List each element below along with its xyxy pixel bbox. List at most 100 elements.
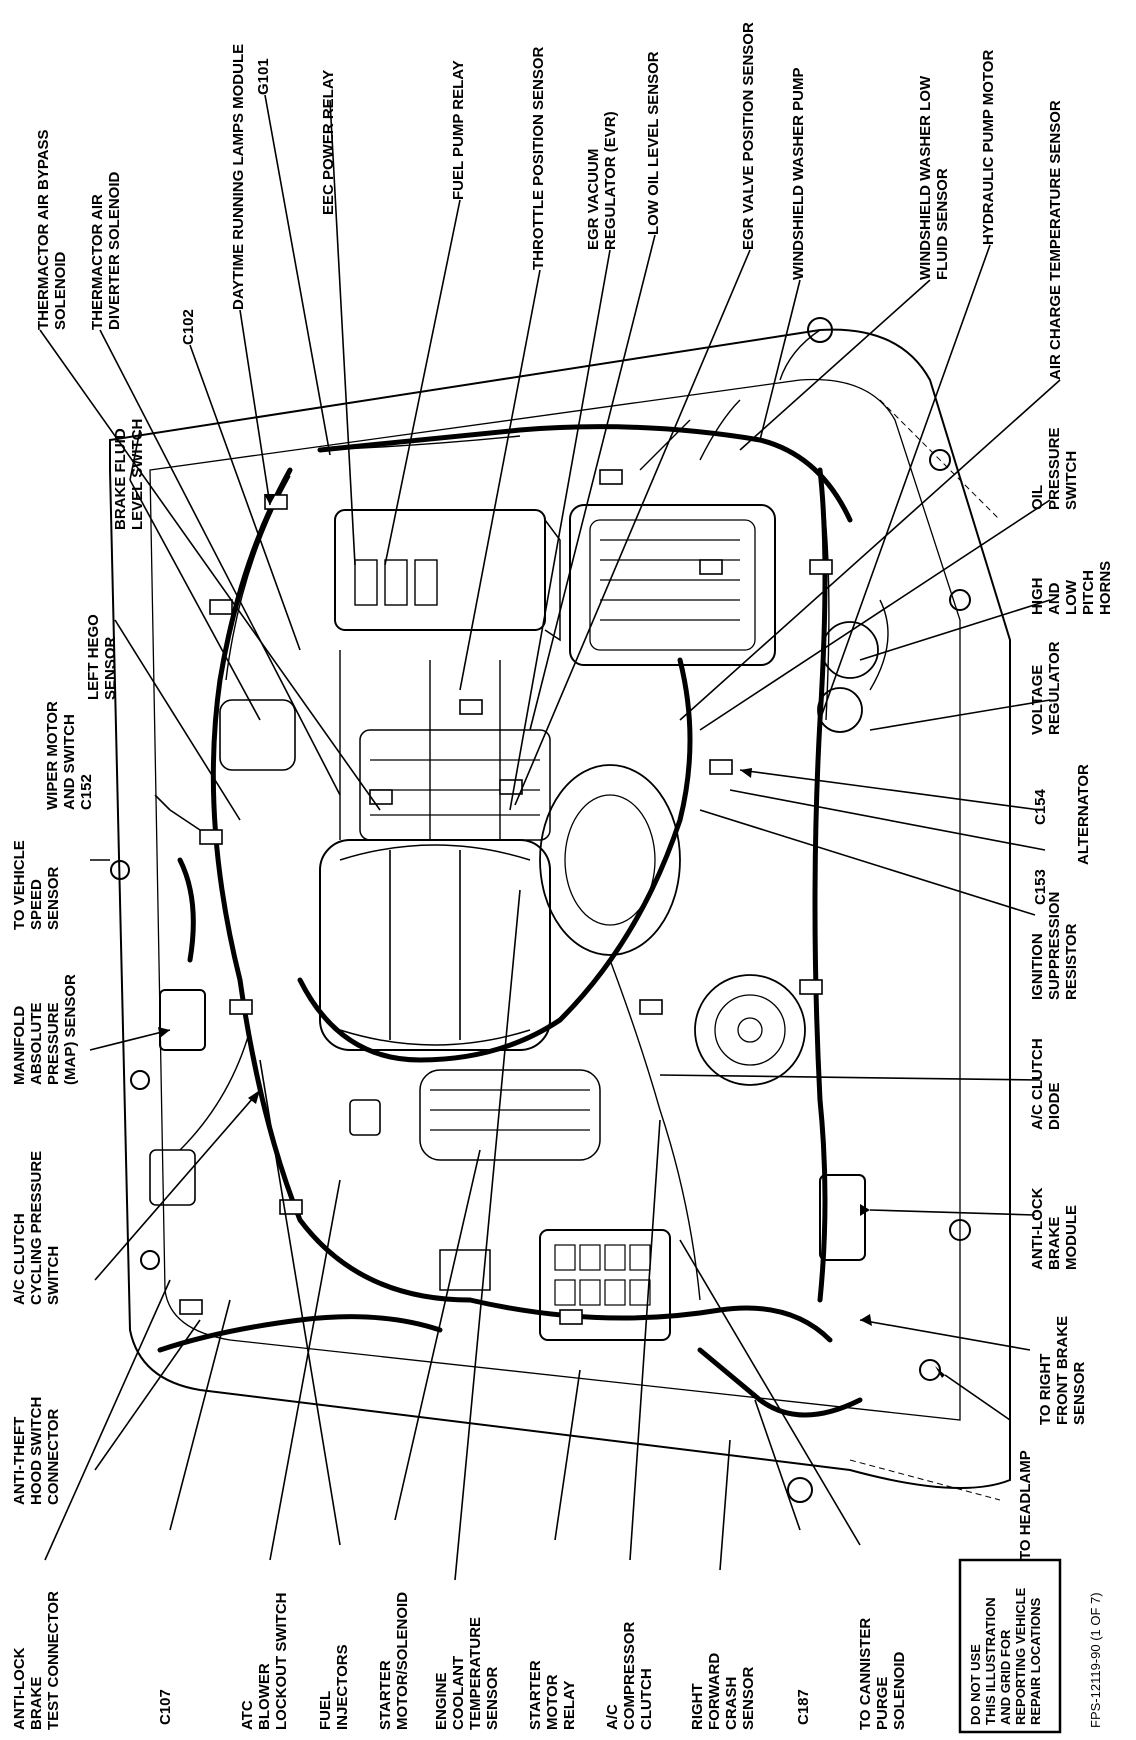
label-coolant-2: COOLANT	[450, 1656, 467, 1730]
wiring-detail	[179, 329, 889, 1301]
label-to-headlamp: TO HEADLAMP	[1017, 1450, 1034, 1560]
label-ac-compressor-1: A/C	[604, 1704, 621, 1730]
labels: THERMACTOR AIR BYPASS SOLENOID THERMACTO…	[11, 22, 1114, 1730]
notice-line-2: THIS ILLUSTRATION	[983, 1597, 998, 1725]
wiring-harness	[157, 424, 863, 1418]
label-thermactor-bypass-2: SOLENOID	[52, 251, 69, 330]
label-abs-module-1: ANTI-LOCK	[1029, 1187, 1046, 1270]
engine-block	[319, 729, 806, 1161]
label-brake-fluid-1: BRAKE FLUID	[112, 428, 129, 530]
leader-ac-diode	[659, 1074, 1041, 1081]
leader-brake-fluid	[129, 429, 141, 481]
label-coolant-4: SENSOR	[484, 1666, 501, 1730]
leader-ac-cycling	[94, 1089, 261, 1281]
leader-eec	[329, 99, 356, 566]
label-starter-relay-3: RELAY	[561, 1681, 578, 1730]
label-canister-3: SOLENOID	[891, 1651, 908, 1730]
label-anti-theft-3: CONNECTOR	[45, 1408, 62, 1505]
label-horns-1: HIGH	[1029, 578, 1046, 616]
label-ac-cycling-2: CYCLING PRESSURE	[28, 1151, 45, 1305]
label-horns-2: AND	[1046, 582, 1063, 615]
map-sensor-shape	[159, 989, 206, 1051]
leader-starter-relay	[554, 1369, 581, 1541]
label-ignition-1: IGNITION	[1029, 933, 1046, 1000]
label-air-charge-temp: AIR CHARGE TEMPERATURE SENSOR	[1047, 100, 1064, 380]
leader-wiper	[154, 794, 171, 811]
leader-c154	[739, 769, 1041, 811]
label-thermactor-diverter: THERMACTOR AIR	[89, 194, 106, 330]
label-ac-diode-1: A/C CLUTCH	[1029, 1038, 1046, 1130]
label-washer-low-1: WINDSHIELD WASHER LOW	[917, 75, 934, 280]
label-c153: C153	[1032, 869, 1049, 905]
label-hydraulic-pump: HYDRAULIC PUMP MOTOR	[980, 50, 997, 245]
label-horns-3: LOW	[1063, 579, 1080, 615]
label-ac-compressor-3: CLUTCH	[638, 1668, 655, 1730]
label-abs-test-1: ANTI-LOCK	[11, 1647, 28, 1730]
label-abs-module-2: BRAKE	[1046, 1217, 1063, 1270]
leader-hydraulic	[819, 244, 991, 721]
label-ignition-2: SUPPRESSION	[1046, 892, 1063, 1000]
label-fuel-pump-relay: FUEL PUMP RELAY	[450, 60, 467, 200]
notice-line-1: DO NOT USE	[968, 1644, 983, 1725]
leader-canister	[679, 1239, 861, 1546]
label-ac-cycling-1: A/C CLUTCH	[11, 1213, 28, 1305]
label-abs-test-3: TEST CONNECTOR	[45, 1591, 62, 1730]
label-starter-motor-1: STARTER	[377, 1660, 394, 1730]
label-horns-4: PITCH	[1080, 570, 1097, 615]
label-atc-1: ATC	[239, 1700, 256, 1730]
leader-c187	[754, 1399, 801, 1531]
label-throttle-position: THROTTLE POSITION SENSOR	[530, 46, 547, 270]
leader-left-hego	[114, 619, 241, 821]
label-anti-theft-2: HOOD SWITCH	[28, 1397, 45, 1505]
leader-throttle	[459, 269, 541, 691]
leader-oil-pressure	[699, 499, 1051, 731]
label-vehicle-speed-3: SENSOR	[45, 866, 62, 930]
arrow-heads	[158, 494, 945, 1378]
leader-c153	[729, 789, 1046, 851]
label-ac-compressor-2: COMPRESSOR	[621, 1621, 638, 1730]
leader-ac-compressor	[629, 1119, 661, 1561]
leader-daytime	[239, 309, 271, 506]
battery	[334, 509, 561, 642]
leader-map	[89, 1029, 171, 1051]
label-alternator: ALTERNATOR	[1075, 764, 1092, 865]
label-ac-cycling-3: SWITCH	[45, 1246, 62, 1305]
label-c102: C102	[180, 309, 197, 345]
label-vehicle-speed-1: TO VEHICLE	[11, 840, 28, 930]
label-fuel-injectors-1: FUEL	[317, 1691, 334, 1730]
label-ac-diode-2: DIODE	[1046, 1082, 1063, 1130]
air-cleaner	[569, 504, 776, 666]
leader-right-brake	[859, 1319, 1031, 1351]
label-map-1: MANIFOLD	[11, 1006, 28, 1085]
label-crash-1: RIGHT	[689, 1683, 706, 1730]
leader-lines	[39, 94, 1061, 1581]
label-g101: G101	[255, 58, 272, 95]
label-coolant-1: ENGINE	[433, 1672, 450, 1730]
label-map-2: ABSOLUTE	[28, 1003, 45, 1086]
label-egr-valve-position: EGR VALVE POSITION SENSOR	[740, 22, 757, 250]
label-right-brake-2: FRONT BRAKE	[1054, 1316, 1071, 1425]
label-map-3: PRESSURE	[45, 1002, 62, 1085]
label-daytime-running: DAYTIME RUNNING LAMPS MODULE	[230, 44, 247, 310]
label-crash-4: SENSOR	[740, 1666, 757, 1730]
label-fuel-injectors-2: INJECTORS	[334, 1644, 351, 1730]
label-low-oil-level: LOW OIL LEVEL SENSOR	[645, 51, 662, 235]
label-abs-test-2: BRAKE	[28, 1677, 45, 1730]
leader-abs-test	[44, 1279, 171, 1561]
label-wiper-3: C152	[78, 774, 95, 810]
figure-code: FPS-12119-90 (1 OF 7)	[1088, 1592, 1103, 1728]
label-starter-relay-1: STARTER	[527, 1660, 544, 1730]
connectors	[179, 469, 833, 1325]
label-washer-pump: WINDSHIELD WASHER PUMP	[790, 67, 807, 280]
relay-box	[439, 1229, 671, 1341]
label-atc-3: LOCKOUT SWITCH	[273, 1593, 290, 1730]
leader-headlamp	[944, 1374, 1011, 1421]
leader-abs-module	[869, 1209, 1036, 1216]
notice-line-3: AND GRID FOR	[998, 1629, 1013, 1725]
label-eec-power-relay: EEC POWER RELAY	[320, 70, 337, 215]
label-horns-5: HORNS	[1097, 561, 1114, 615]
label-right-brake-1: TO RIGHT	[1037, 1354, 1054, 1425]
leader-fuel-injectors	[259, 1059, 341, 1546]
leader-voltage	[869, 699, 1051, 731]
